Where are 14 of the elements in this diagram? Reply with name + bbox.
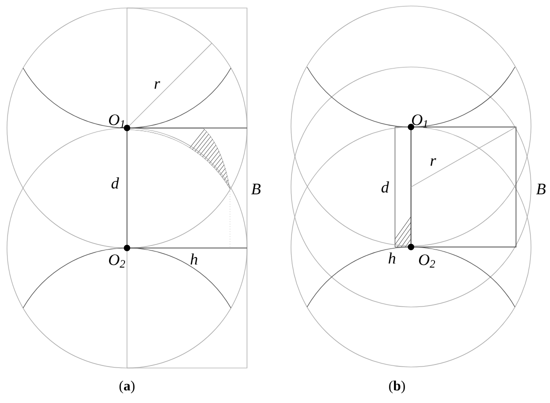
dimension-label: h [388,252,396,264]
dimension-label: B [251,184,261,194]
dimension-label: B [536,184,546,194]
dimension-label: r [154,81,160,89]
dimension-label: d [382,181,390,193]
point-label: O$_{1}$ [109,114,124,128]
dimension-label: h [190,253,198,265]
panel-caption: (a) [119,380,135,394]
dimension-label: d [112,177,120,189]
point-label: O$_{2}$ [419,254,436,268]
point-label: O$_{1}$ [412,114,428,128]
panel-caption: (b) [389,380,405,394]
point-label: O$_{2}$ [109,254,126,268]
dimension-label: r [430,158,436,166]
